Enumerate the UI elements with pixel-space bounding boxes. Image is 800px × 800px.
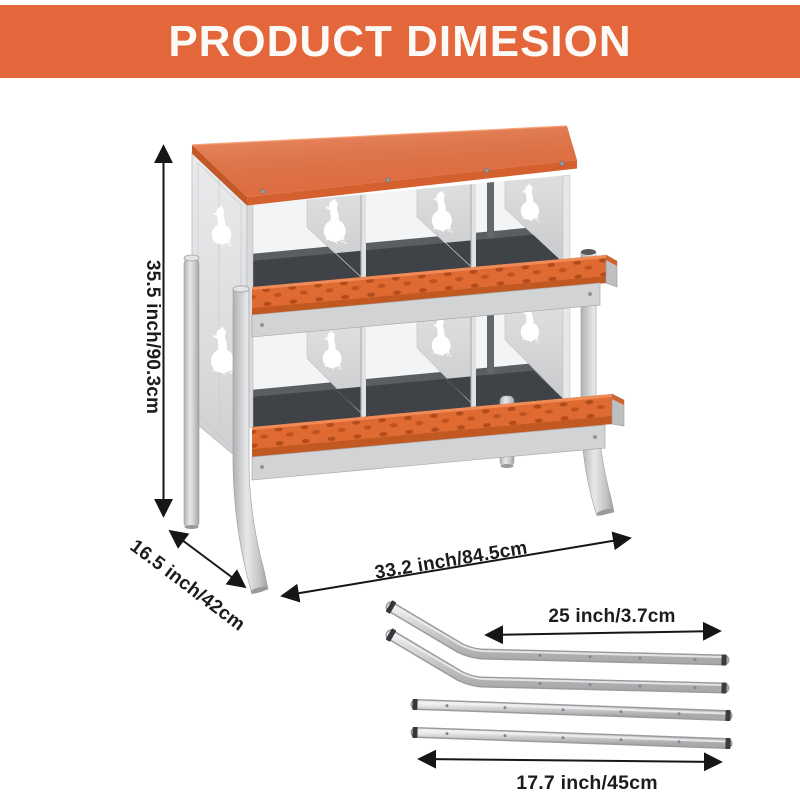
width-dimension: 33.2 inch/84.5cm (280, 531, 632, 603)
width-arrow (280, 531, 632, 603)
roof (191, 125, 577, 206)
perch-tray-lower (251, 393, 625, 481)
rail-top-dimension: 25 inch/3.7cm (484, 606, 722, 645)
straight-rail (410, 698, 733, 722)
rail-bottom-dimension-label: 17.7 inch/45cm (516, 772, 658, 794)
depth-dimension-label: 16.5 inch/42cm (126, 536, 249, 636)
bent-rail (385, 628, 730, 694)
perch-tray-upper (251, 254, 618, 338)
bent-rail (385, 600, 730, 666)
rail-top-dimension-label: 25 inch/3.7cm (548, 606, 675, 627)
rail-bottom-dimension: 17.7 inch/45cm (417, 749, 723, 794)
height-dimension: 35.5 inch/90.3cm (142, 144, 173, 518)
height-dimension-label: 35.5 inch/90.3cm (142, 260, 163, 414)
rear-left-leg (183, 254, 200, 529)
straight-rail (410, 726, 733, 750)
page-title: PRODUCT DIMESION (168, 16, 632, 66)
depth-arrow (168, 529, 247, 589)
nesting-tier-lower (250, 306, 568, 428)
mounting-rails: 25 inch/3.7cm 17.7 inch/45cm (385, 600, 733, 794)
nesting-box (183, 125, 625, 595)
rail-top-arrow (484, 621, 722, 645)
header-banner: PRODUCT DIMESION (0, 5, 800, 78)
rail-bottom-arrow (417, 749, 723, 772)
depth-dimension: 16.5 inch/42cm (126, 529, 249, 636)
front-left-leg (232, 285, 269, 595)
roof-screws (260, 161, 565, 194)
width-dimension-label: 33.2 inch/84.5cm (373, 537, 529, 583)
